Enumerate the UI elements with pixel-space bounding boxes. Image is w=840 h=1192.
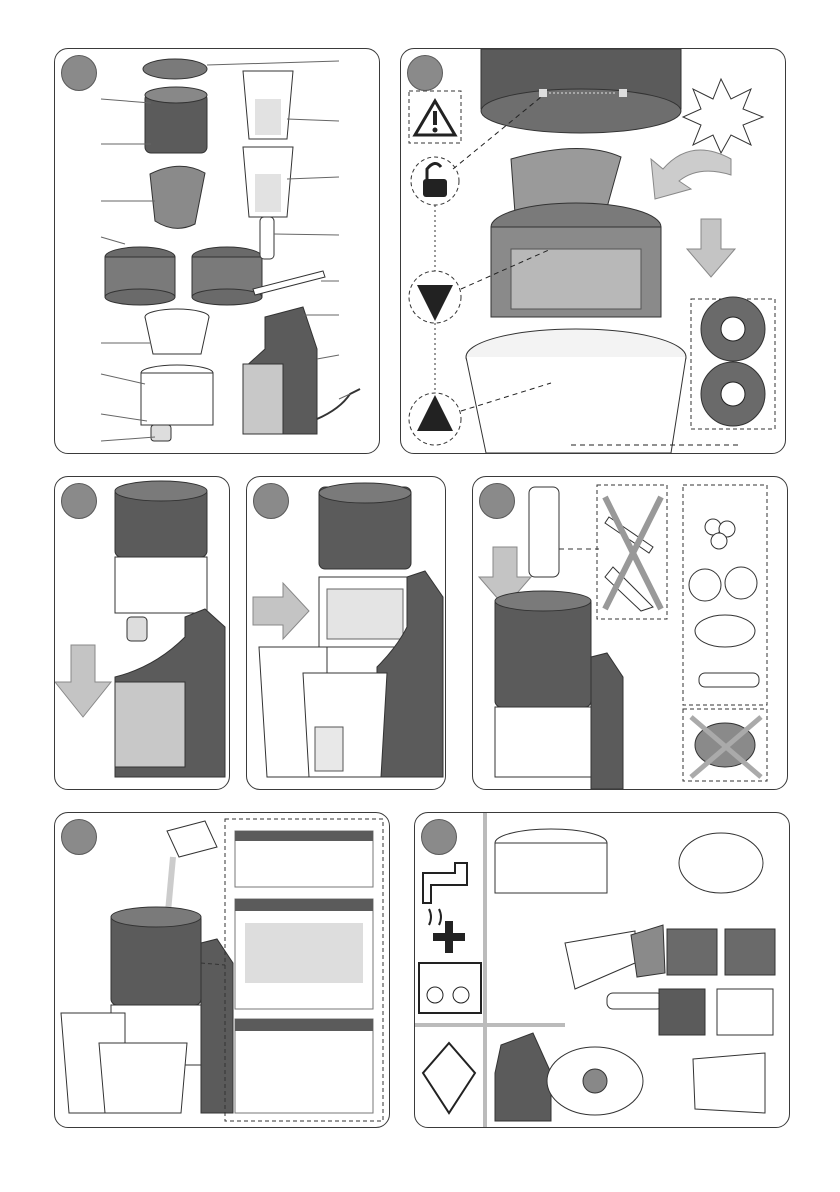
pusher: [529, 487, 559, 577]
down-arrow-icon: [55, 645, 111, 717]
click-burst-icon: [683, 79, 763, 153]
juicing-bowl: [466, 357, 686, 453]
plus-icon: [433, 921, 465, 953]
strainer-pair-clean: [667, 929, 775, 975]
panel-attach-container: [246, 476, 446, 790]
mount-illustration: [55, 477, 229, 789]
motor-base-part: [243, 307, 317, 434]
lid-part: [143, 59, 207, 79]
power-cord: [317, 389, 360, 419]
panel-parts-overview: [54, 48, 380, 454]
assembly-illustration: [401, 49, 785, 453]
step-badge: [421, 819, 457, 855]
food-illustration: [473, 477, 787, 789]
panel-assembly-lock: [400, 48, 786, 454]
rotating-brush-part: [145, 309, 209, 354]
auger-part: [150, 166, 205, 228]
container-illustration: [247, 477, 445, 789]
step-badge: [479, 483, 515, 519]
panel-cleaning: [414, 812, 790, 1128]
bowl-clean: [717, 989, 773, 1035]
auger-clean: [631, 925, 665, 977]
cleaning-illustration: [415, 813, 789, 1127]
down-arrow-icon: [687, 219, 735, 277]
pouring-illustration: [55, 813, 389, 1127]
step-badge: [61, 819, 97, 855]
step-badge: [407, 55, 443, 91]
water-tap-icon: [423, 863, 467, 903]
hopper-clean: [659, 989, 705, 1035]
rotate-arrow-icon: [651, 150, 731, 199]
step-badge: [253, 483, 289, 519]
pusher-part: [260, 217, 274, 259]
step-badge: [61, 55, 97, 91]
juice-container-part: [243, 71, 293, 139]
pouring-cup: [167, 821, 217, 857]
panel-mount-on-base: [54, 476, 230, 790]
cleaning-brush-part: [253, 271, 325, 295]
spout: [127, 617, 147, 641]
detail-spout-open: [235, 1019, 373, 1113]
right-arrow-icon: [253, 583, 309, 639]
juicing-bowl-part: [141, 365, 213, 441]
motor-base-icon: [495, 1033, 551, 1121]
pulp-container-part: [243, 147, 293, 217]
parts-illustration: [55, 49, 379, 453]
fruit-icons: [689, 519, 759, 687]
cloth-icon: [423, 1043, 475, 1113]
unlock-icon: [423, 179, 447, 197]
panel-pusher-food-types: [472, 476, 788, 790]
dishwasher-icon: [419, 963, 481, 1013]
panel-pouring-juice: [54, 812, 390, 1128]
strainer-part-right: [192, 247, 262, 305]
strainer-clean: [679, 833, 763, 893]
strainer-part-left: [105, 247, 175, 305]
pusher-clean: [607, 993, 663, 1009]
step-badge: [61, 483, 97, 519]
